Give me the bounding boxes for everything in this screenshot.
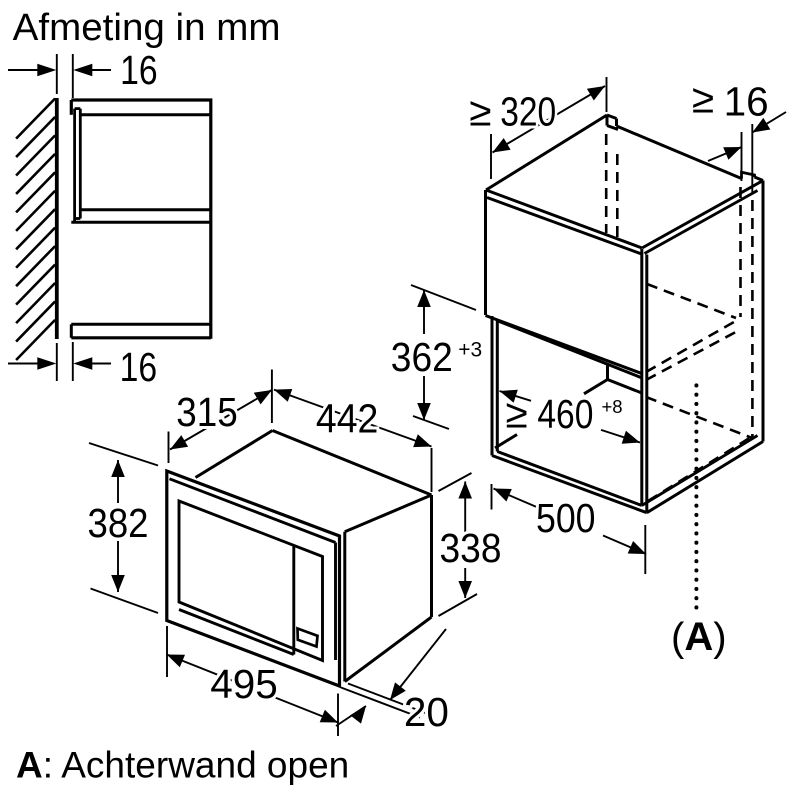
svg-text:A: Achterwand open: A: Achterwand open <box>16 745 349 786</box>
svg-text:16: 16 <box>120 344 158 390</box>
svg-text:460: 460 <box>537 391 593 437</box>
svg-text:442: 442 <box>316 396 379 442</box>
svg-text:16: 16 <box>120 344 158 390</box>
svg-text:Afmeting in mm: Afmeting in mm <box>13 7 281 49</box>
svg-text:442: 442 <box>316 396 379 442</box>
svg-text:338: 338 <box>440 525 502 571</box>
svg-text:≥: ≥ <box>506 390 528 436</box>
svg-text:16: 16 <box>724 78 769 124</box>
svg-text:460: 460 <box>537 391 593 437</box>
svg-text:≥: ≥ <box>469 88 491 134</box>
svg-text:495: 495 <box>210 661 278 707</box>
svg-text:16: 16 <box>120 47 158 93</box>
svg-text:≥: ≥ <box>692 76 714 122</box>
svg-text:338: 338 <box>440 525 502 571</box>
svg-text:16: 16 <box>120 47 158 93</box>
svg-text:≥: ≥ <box>692 76 714 122</box>
svg-text:500: 500 <box>536 495 596 541</box>
svg-text:320: 320 <box>500 88 556 134</box>
svg-text:+3: +3 <box>458 338 482 361</box>
svg-text:+8: +8 <box>602 396 623 417</box>
svg-text:20: 20 <box>404 689 449 735</box>
svg-text:+8: +8 <box>602 396 623 417</box>
svg-text:≥: ≥ <box>506 390 528 436</box>
svg-text:20: 20 <box>404 689 449 735</box>
svg-text:362: 362 <box>391 334 453 380</box>
svg-text:16: 16 <box>724 78 769 124</box>
svg-text:495: 495 <box>210 661 278 707</box>
svg-text:382: 382 <box>88 500 149 546</box>
svg-text:382: 382 <box>88 500 149 546</box>
svg-text:500: 500 <box>536 495 596 541</box>
svg-text:≥: ≥ <box>469 88 491 134</box>
svg-text:362: 362 <box>391 334 453 380</box>
svg-text:+3: +3 <box>458 338 482 361</box>
svg-text:315: 315 <box>176 389 238 435</box>
svg-text:320: 320 <box>500 88 556 134</box>
svg-text:(A): (A) <box>671 615 727 660</box>
svg-text:315: 315 <box>176 389 238 435</box>
